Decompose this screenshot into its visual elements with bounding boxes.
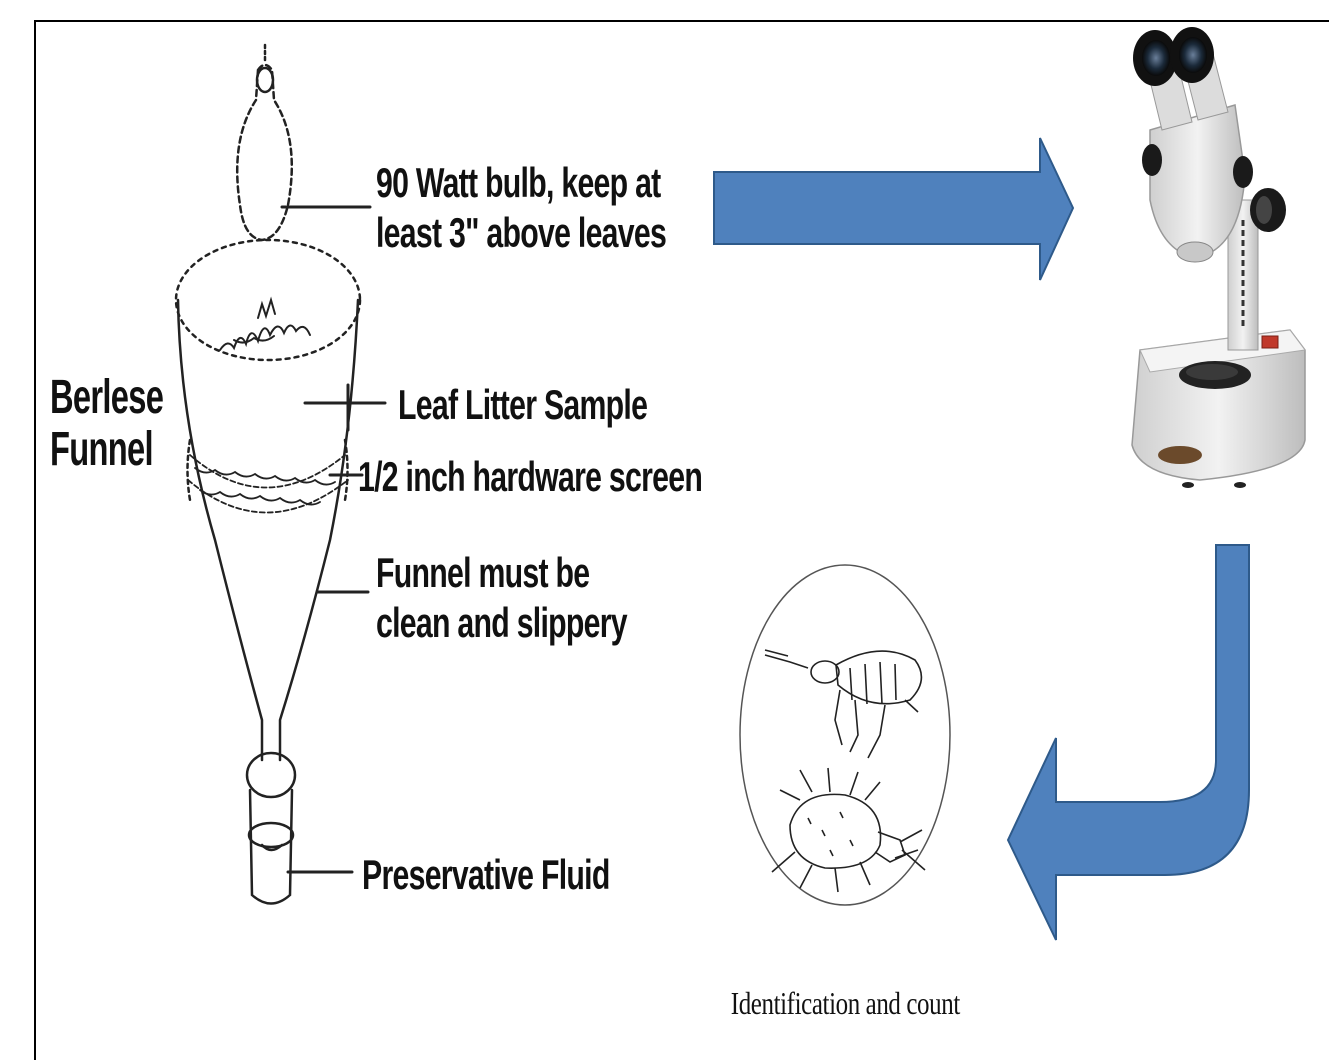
caption-identification: Identification and count (731, 985, 949, 1022)
label-funnel: Funnel must be clean and slippery (376, 548, 627, 648)
springtail-icon (765, 650, 921, 758)
specimen-circle (740, 565, 950, 905)
label-preservative-fluid: Preservative Fluid (362, 850, 610, 900)
arrow-right (714, 138, 1073, 280)
leader-lines (282, 207, 385, 872)
funnel-body (178, 300, 262, 760)
hardware-screen-sketch (188, 455, 348, 513)
mite-icon (772, 768, 925, 892)
stereo-microscope-icon (1132, 27, 1305, 488)
funnel-rim (176, 240, 360, 360)
berlese-funnel-illustration (176, 45, 385, 904)
collection-vial (247, 753, 295, 904)
label-bulb: 90 Watt bulb, keep at least 3" above lea… (376, 158, 666, 258)
funnel-title: Berlese Funnel (50, 372, 163, 476)
bulb-icon (237, 45, 292, 240)
arrow-curved-down-left (1008, 545, 1249, 940)
soil-arthropods-illustration (740, 565, 950, 905)
label-hardware-screen: 1/2 inch hardware screen (358, 452, 702, 502)
label-leaf-litter: Leaf Litter Sample (398, 380, 647, 430)
leaf-litter-sketch (220, 300, 310, 350)
